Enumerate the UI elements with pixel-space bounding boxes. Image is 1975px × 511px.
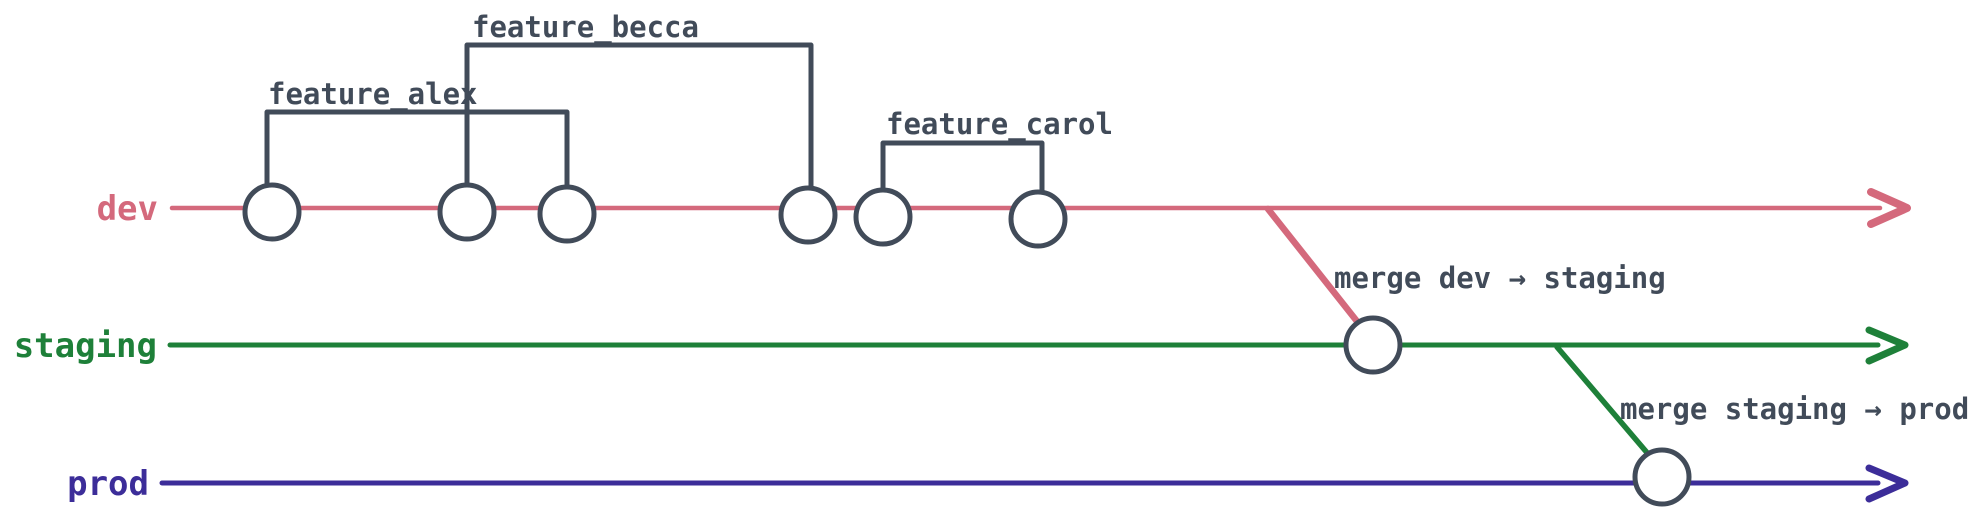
prod-arrowhead-icon — [1865, 464, 1909, 503]
feature-alex-label: feature_alex — [268, 77, 478, 111]
merge-staging-to-prod-line — [1554, 344, 1658, 465]
prod-branch-label: prod — [67, 464, 149, 504]
commit-prod-merge — [1632, 447, 1692, 507]
feature-becca-label: feature_becca — [472, 10, 699, 44]
commit-dev-1 — [242, 182, 302, 242]
feature-alex-bracket — [264, 109, 570, 190]
merge-dev-to-staging-line — [1264, 205, 1375, 343]
staging-arrowhead-icon — [1865, 326, 1909, 365]
feature-carol-label: feature_carol — [886, 107, 1113, 141]
commit-dev-6 — [1008, 189, 1068, 249]
merge-staging-to-prod-label: merge staging → prod — [1620, 392, 1969, 426]
feature-carol-bracket — [880, 140, 1045, 195]
commit-dev-2 — [437, 182, 497, 242]
commit-dev-3 — [537, 184, 597, 244]
dev-branch-label: dev — [97, 189, 158, 229]
merge-dev-to-staging-label: merge dev → staging — [1334, 261, 1666, 295]
dev-arrowhead-icon — [1867, 188, 1911, 228]
commit-dev-5 — [853, 187, 913, 247]
commit-staging-merge — [1343, 315, 1403, 375]
feature-becca-bracket — [464, 42, 814, 192]
staging-branch-label: staging — [14, 326, 157, 366]
commit-dev-4 — [778, 185, 838, 245]
